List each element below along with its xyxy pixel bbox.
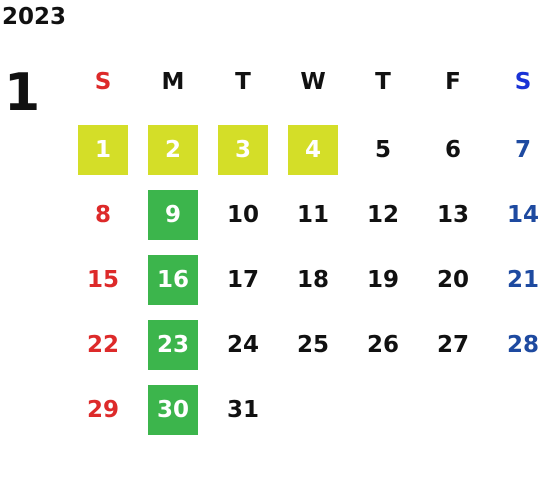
day-cell[interactable]: 26 — [366, 332, 399, 358]
weekday-header: W — [300, 69, 326, 95]
weekday-header: T — [235, 69, 251, 95]
day-cell[interactable]: 30 — [148, 385, 198, 435]
day-cell[interactable]: 25 — [296, 332, 329, 358]
weekday-header: S — [94, 69, 112, 95]
day-cell[interactable]: 5 — [374, 137, 391, 163]
day-cell[interactable]: 14 — [506, 202, 539, 228]
day-cell[interactable]: 16 — [148, 255, 198, 305]
day-cell[interactable]: 4 — [288, 125, 338, 175]
day-cell[interactable]: 12 — [366, 202, 399, 228]
day-cell[interactable]: 28 — [506, 332, 539, 358]
day-cell[interactable]: 9 — [148, 190, 198, 240]
day-cell[interactable]: 27 — [436, 332, 469, 358]
weekday-header: T — [375, 69, 391, 95]
day-cell[interactable]: 7 — [514, 137, 531, 163]
weekday-header: F — [445, 69, 461, 95]
day-cell[interactable]: 8 — [94, 202, 111, 228]
day-cell[interactable]: 6 — [444, 137, 461, 163]
day-cell[interactable]: 11 — [296, 202, 329, 228]
day-cell[interactable]: 3 — [218, 125, 268, 175]
day-cell[interactable]: 20 — [436, 267, 469, 293]
day-cell[interactable]: 22 — [86, 332, 119, 358]
day-cell[interactable]: 1 — [78, 125, 128, 175]
weekday-header: M — [161, 69, 185, 95]
day-cell[interactable]: 23 — [148, 320, 198, 370]
day-cell[interactable]: 2 — [148, 125, 198, 175]
day-cell[interactable]: 10 — [226, 202, 259, 228]
day-cell[interactable]: 17 — [226, 267, 259, 293]
year-label: 2023 — [2, 4, 67, 30]
day-cell[interactable]: 31 — [226, 397, 259, 423]
month-number: 1 — [4, 63, 41, 123]
day-cell[interactable]: 29 — [86, 397, 119, 423]
day-cell[interactable]: 24 — [226, 332, 259, 358]
weekday-header: S — [514, 69, 532, 95]
day-cell[interactable]: 19 — [366, 267, 399, 293]
day-cell[interactable]: 18 — [296, 267, 329, 293]
day-cell[interactable]: 15 — [86, 267, 119, 293]
day-cell[interactable]: 21 — [506, 267, 539, 293]
day-cell[interactable]: 13 — [436, 202, 469, 228]
